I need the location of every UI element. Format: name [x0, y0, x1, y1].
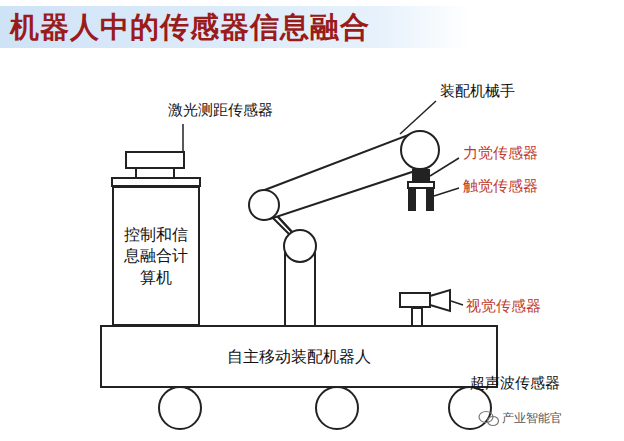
- node-text: 自主移动装配机器人: [227, 346, 371, 368]
- sensor-label: 激光测距传感器: [168, 101, 273, 120]
- sensor-label: 视觉传感器: [466, 297, 541, 316]
- robot-base-box: 自主移动装配机器人: [100, 325, 498, 388]
- title-band: [0, 6, 470, 48]
- assembly-arm: [249, 131, 439, 326]
- sensor-label: 力觉传感器: [463, 144, 538, 163]
- diagram-title: 机器人中的传感器信息融合: [10, 8, 370, 48]
- node-text: 控制和信息融合计算机: [122, 224, 190, 289]
- leader-line: [451, 301, 463, 305]
- leader-line: [430, 158, 459, 176]
- sensor-label: 触觉传感器: [463, 177, 538, 196]
- leader-line: [434, 188, 459, 196]
- wechat-icon: [479, 412, 499, 426]
- vision-sensor: [400, 290, 450, 326]
- leader-line: [182, 124, 184, 151]
- laser-sensor: [112, 152, 200, 186]
- leader-line: [400, 101, 436, 134]
- part-label: 装配机械手: [440, 82, 515, 101]
- wheel: [159, 387, 491, 429]
- computer-box: 控制和信息融合计算机: [112, 186, 200, 326]
- watermark: 产业智能官: [502, 410, 562, 427]
- sensor-label: 超声波传感器: [470, 374, 560, 393]
